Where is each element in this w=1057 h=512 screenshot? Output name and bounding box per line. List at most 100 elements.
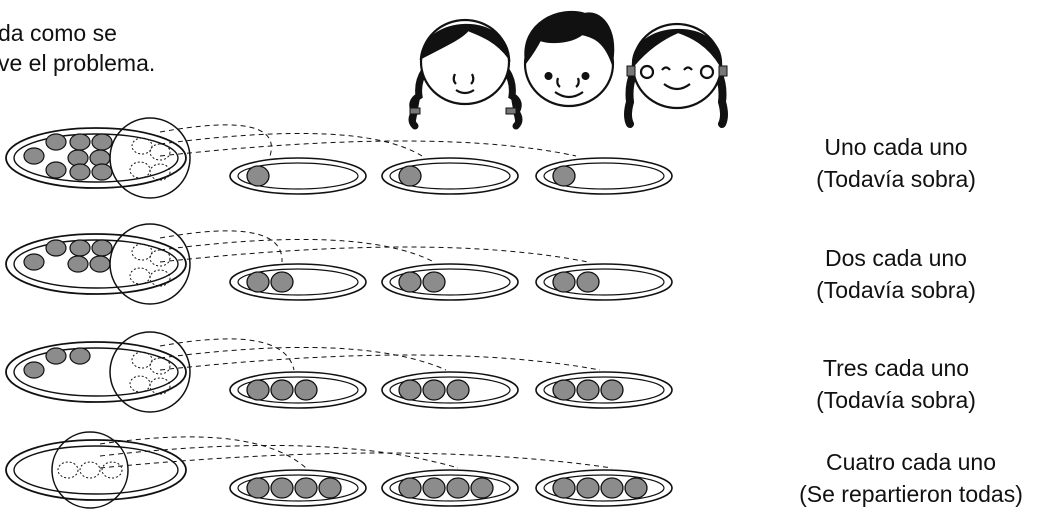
given-dot [398,477,422,499]
given-dot [600,477,624,499]
target-plate-inner [543,162,665,190]
source-plate-inner [13,445,179,495]
remaining-dot [23,147,45,165]
given-dot [576,477,600,499]
row-1-label-line-2: (Todavía sobra) [816,166,976,192]
distribution-line [159,132,423,157]
given-dot [624,477,648,499]
given-dot [422,271,446,293]
given-dot [552,165,576,187]
girl-right-face-icon [624,22,728,128]
moving-dot [149,269,171,287]
grouping-circle [109,331,191,413]
boy-face-icon [523,10,615,108]
row-2-label-line-1: Dos cada uno [825,245,967,271]
given-dot [318,477,342,499]
target-plate-inner [237,376,359,404]
given-dot [576,271,600,293]
given-dot [470,477,494,499]
given-dot [552,271,576,293]
target-plate-3 [535,469,673,507]
distribution-line [159,230,283,263]
given-dot [270,379,294,401]
remaining-dot [45,161,67,179]
given-dot [294,379,318,401]
grouping-circle [51,431,129,509]
row-3 [5,331,673,413]
remaining-dot [45,239,67,257]
row-1 [5,117,673,199]
remaining-dot [45,347,67,365]
target-plate-2 [381,157,519,195]
row-3-label-line-1: Tres cada uno [822,355,970,381]
row-4 [5,431,673,509]
distribution-line [159,238,435,263]
target-plate-1 [229,157,367,195]
moving-dot [79,461,101,479]
row-4-label-line-2: (Se repartieron todas) [799,481,1023,507]
given-dot [294,477,318,499]
target-plate-inner [543,268,665,296]
source-plate-inner [13,347,179,397]
moving-dot [131,351,153,369]
given-dot [270,477,294,499]
row-1-label-line-1: Uno cada uno [824,134,968,160]
distribution-line [99,436,307,469]
source-plate-inner [13,239,179,289]
target-plate-3 [535,263,673,301]
remaining-dot [23,361,45,379]
target-plate-inner [389,162,511,190]
girl-left-face-icon [408,18,523,130]
moving-dot [149,357,171,375]
target-plate-inner [389,474,511,502]
target-plate-inner [237,162,359,190]
row-2-label: Dos cada uno (Todavía sobra) [776,242,1016,306]
given-dot [398,271,422,293]
given-dot [246,379,270,401]
moving-dot [149,377,171,395]
target-plate-3 [535,157,673,195]
target-plate-3 [535,371,673,409]
given-dot [246,477,270,499]
distribution-line [159,246,589,263]
row-3-label: Tres cada uno (Todavía sobra) [776,352,1016,416]
remaining-dot [69,133,91,151]
intro-line-1: da como se [0,20,117,46]
remaining-dot [69,347,91,365]
target-plate-1 [229,263,367,301]
row-2-label-line-2: (Todavía sobra) [816,277,976,303]
grouping-circle [109,223,191,305]
target-plate-2 [381,469,519,507]
intro-line-2: ve el problema. [0,50,156,76]
given-dot [422,477,446,499]
target-plate-2 [381,371,519,409]
given-dot [246,271,270,293]
target-plate-inner [237,474,359,502]
row-4-label: Cuatro cada uno (Se repartieron todas) [766,446,1056,510]
given-dot [576,379,600,401]
moving-dot [129,375,151,393]
row-4-label-line-1: Cuatro cada uno [825,449,997,475]
target-plate-inner [543,376,665,404]
source-plate-outer [5,439,187,501]
intro-text: da como se ve el problema. [0,18,155,78]
moving-dot [57,461,79,479]
remaining-dot [69,239,91,257]
moving-dot [149,143,171,161]
given-dot [398,379,422,401]
given-dot [446,379,470,401]
given-dot [422,379,446,401]
moving-dot [131,137,153,155]
source-plate-inner [13,133,179,183]
remaining-dot [91,239,113,257]
moving-dot [129,267,151,285]
target-plate-2 [381,263,519,301]
target-plate-inner [543,474,665,502]
grouping-circle [109,117,191,199]
target-plate-inner [237,268,359,296]
distribution-line [159,338,295,371]
children-faces [408,10,728,130]
remaining-dot [89,255,111,273]
given-dot [246,165,270,187]
remaining-dot [45,133,67,151]
